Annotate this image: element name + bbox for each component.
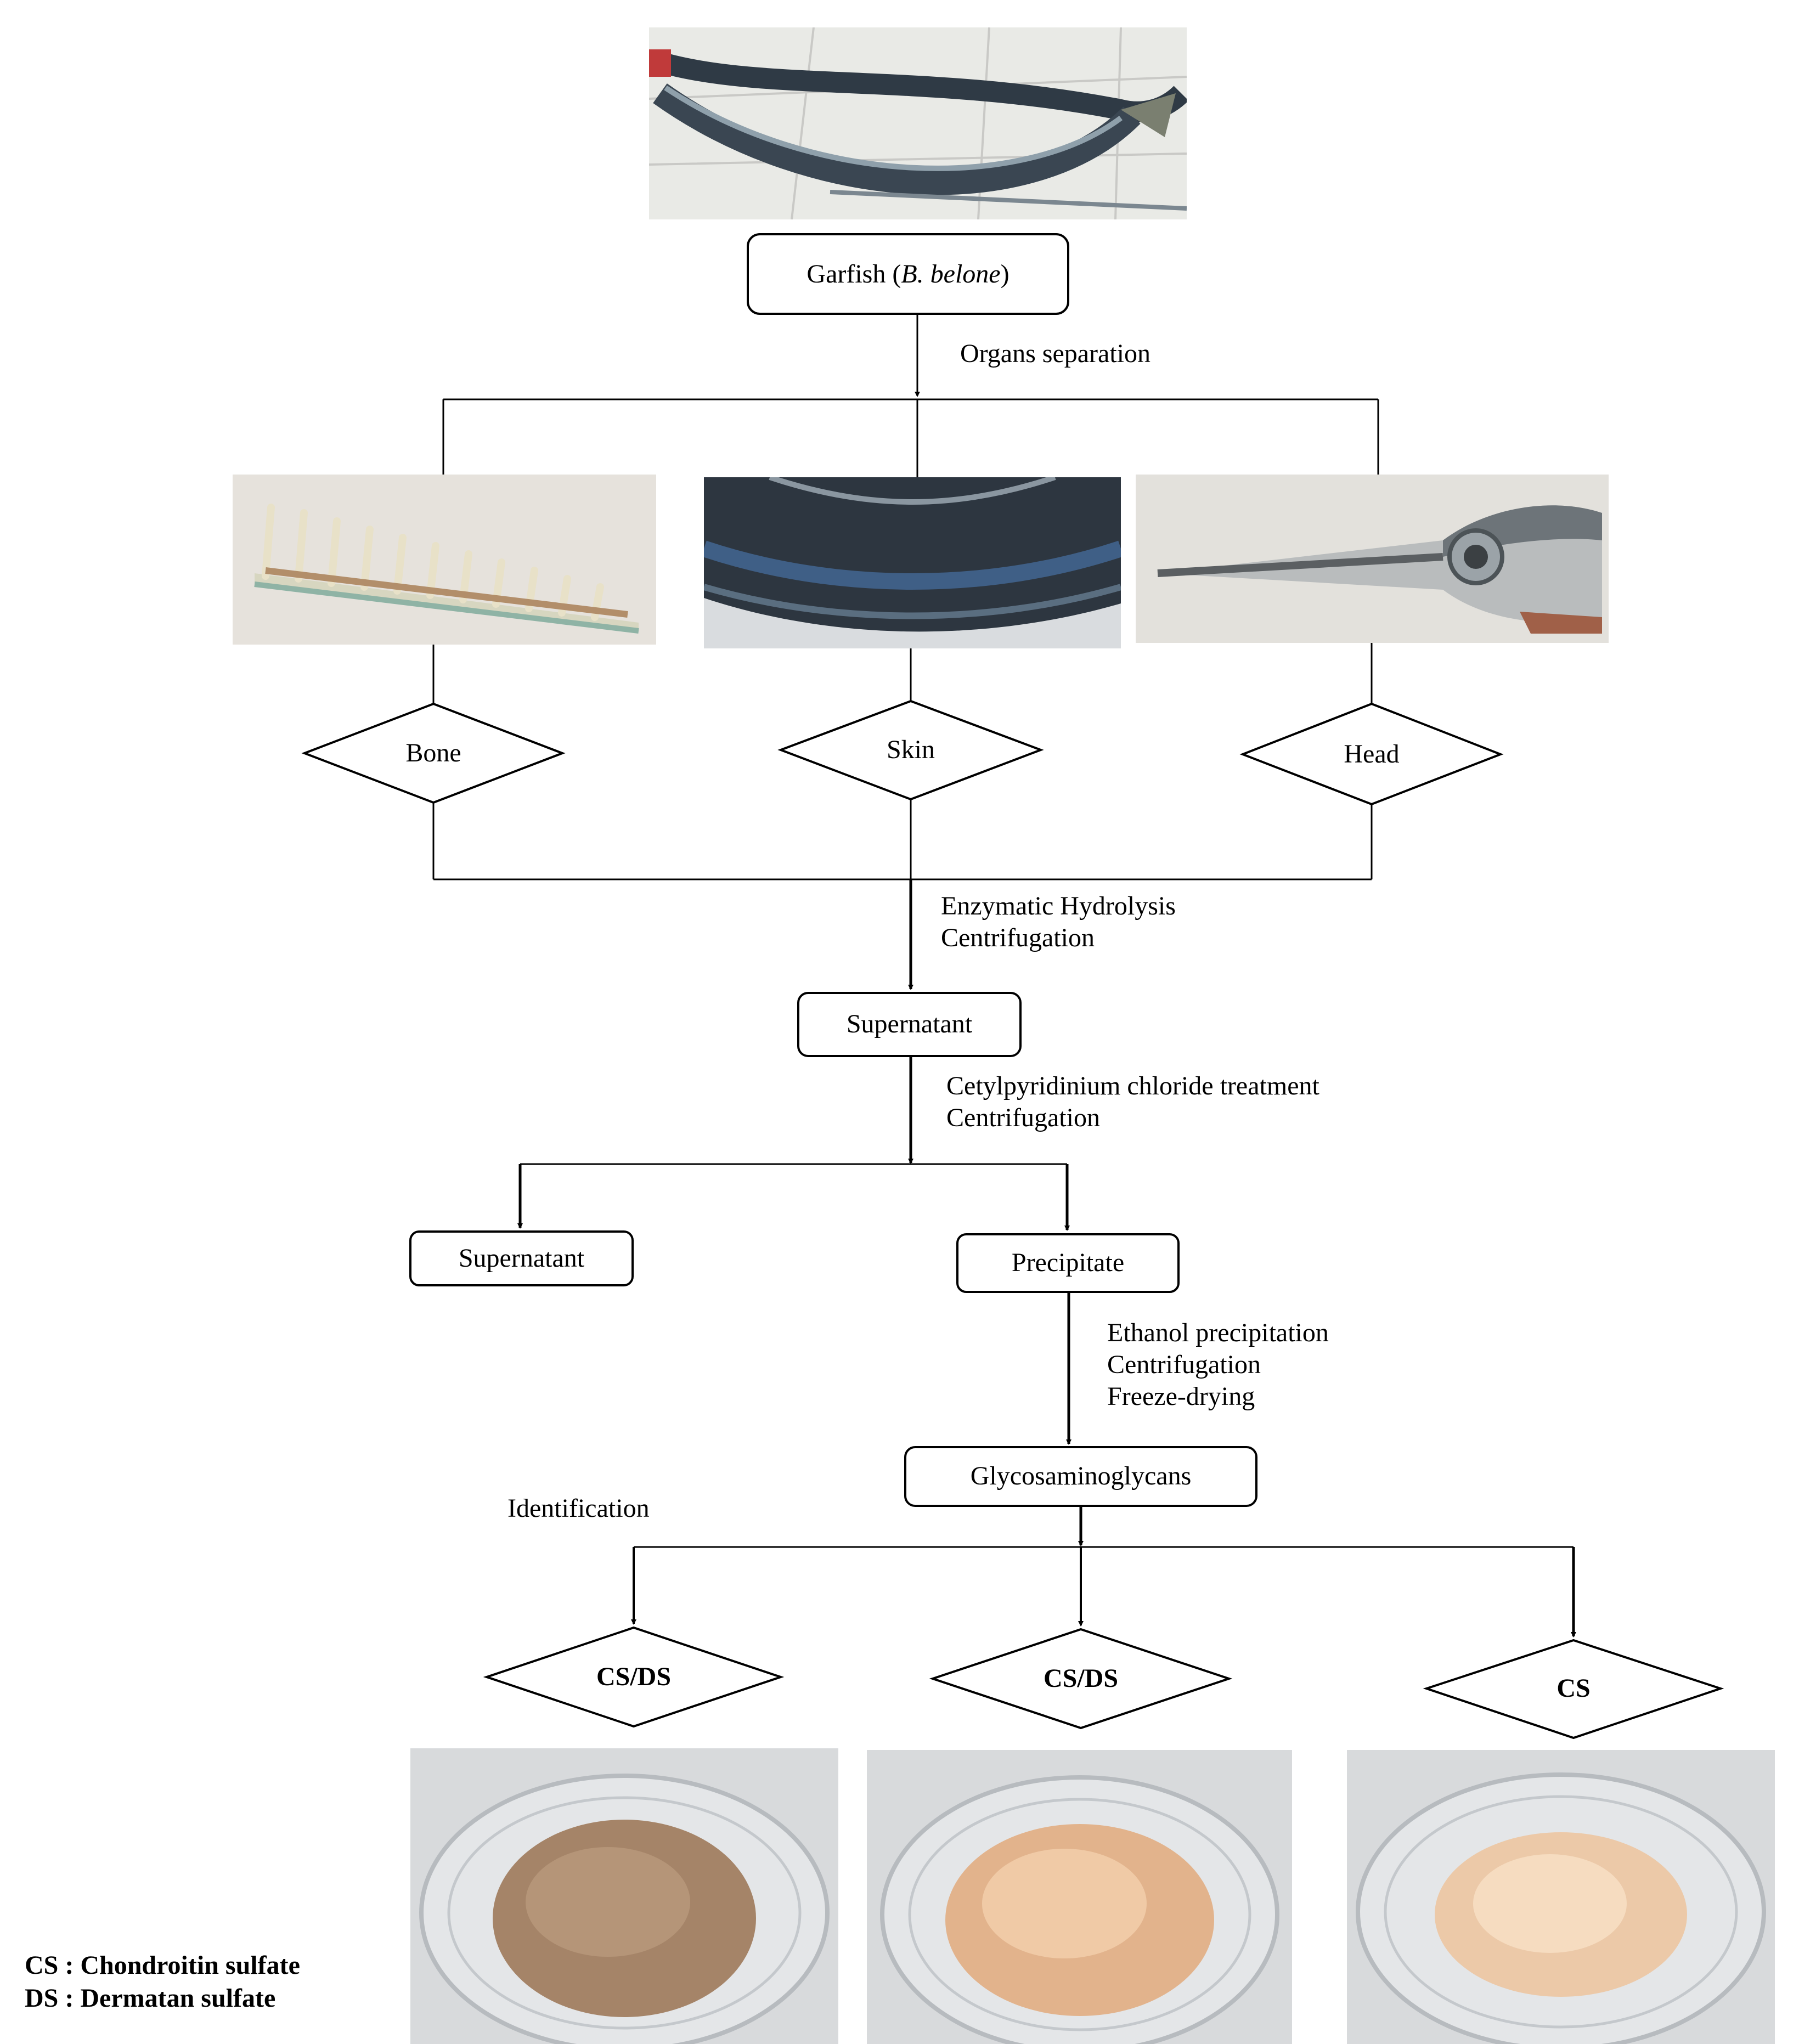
box-glycosaminoglycans <box>904 1446 1257 1507</box>
label-bone: Bone <box>405 738 461 767</box>
label-result-3: CS <box>1556 1674 1591 1703</box>
step-ethanol-2: Centrifugation <box>1107 1350 1261 1379</box>
step-hydrolysis-1: Enzymatic Hydrolysis <box>941 891 1176 921</box>
label-head: Head <box>1344 739 1400 769</box>
step-cpc-2: Centrifugation <box>946 1103 1100 1132</box>
bone-photo-drawing <box>233 475 656 645</box>
bone-photo <box>233 475 656 645</box>
step-organs-separation: Organs separation <box>960 339 1151 368</box>
label-glycosaminoglycans: Glycosaminoglycans <box>970 1461 1192 1490</box>
diamond-result-3 <box>1423 1639 1724 1740</box>
powder-photo-3-drawing <box>1347 1750 1775 2044</box>
step-ethanol-1: Ethanol precipitation <box>1107 1318 1329 1347</box>
legend-cs: CS : Chondroitin sulfate <box>25 1951 300 1980</box>
step-cpc-1: Cetylpyridinium chloride treatment <box>946 1071 1319 1100</box>
diamond-result-2 <box>929 1628 1233 1730</box>
label-result-2: CS/DS <box>1043 1664 1119 1693</box>
legend-ds: DS : Dermatan sulfate <box>25 1984 276 2013</box>
step-hydrolysis-2: Centrifugation <box>941 923 1095 952</box>
label-skin: Skin <box>886 735 935 764</box>
label-supernatant-2: Supernatant <box>458 1244 585 1273</box>
label-garfish-suffix: ) <box>1000 259 1010 289</box>
skin-photo-drawing <box>704 477 1121 648</box>
diamond-skin <box>777 699 1044 801</box>
step-identification: Identification <box>507 1494 650 1523</box>
label-supernatant-1: Supernatant <box>846 1009 973 1038</box>
label-garfish: Garfish (B. belone) <box>748 258 1068 291</box>
powder-photo-1-drawing <box>410 1748 838 2044</box>
box-supernatant-1 <box>797 992 1022 1057</box>
skin-photo <box>704 477 1121 648</box>
powder-photo-3 <box>1347 1750 1775 2044</box>
garfish-photo <box>649 27 1187 219</box>
diamond-head <box>1239 702 1504 806</box>
box-garfish <box>747 233 1069 315</box>
box-precipitate <box>956 1233 1180 1293</box>
powder-photo-2-drawing <box>867 1750 1292 2044</box>
label-result-1: CS/DS <box>596 1662 672 1691</box>
label-garfish-prefix: Garfish ( <box>807 259 901 289</box>
diamond-result-1 <box>483 1626 785 1728</box>
powder-photo-1 <box>410 1748 838 2044</box>
diamond-bone <box>301 702 566 804</box>
label-garfish-species: B. belone <box>901 259 1001 289</box>
garfish-photo-drawing <box>649 27 1187 219</box>
powder-photo-2 <box>867 1750 1292 2044</box>
label-precipitate: Precipitate <box>1011 1248 1125 1277</box>
head-photo <box>1136 475 1609 643</box>
step-ethanol-3: Freeze-drying <box>1107 1382 1255 1411</box>
head-photo-drawing <box>1136 475 1609 643</box>
box-supernatant-2 <box>409 1230 634 1286</box>
